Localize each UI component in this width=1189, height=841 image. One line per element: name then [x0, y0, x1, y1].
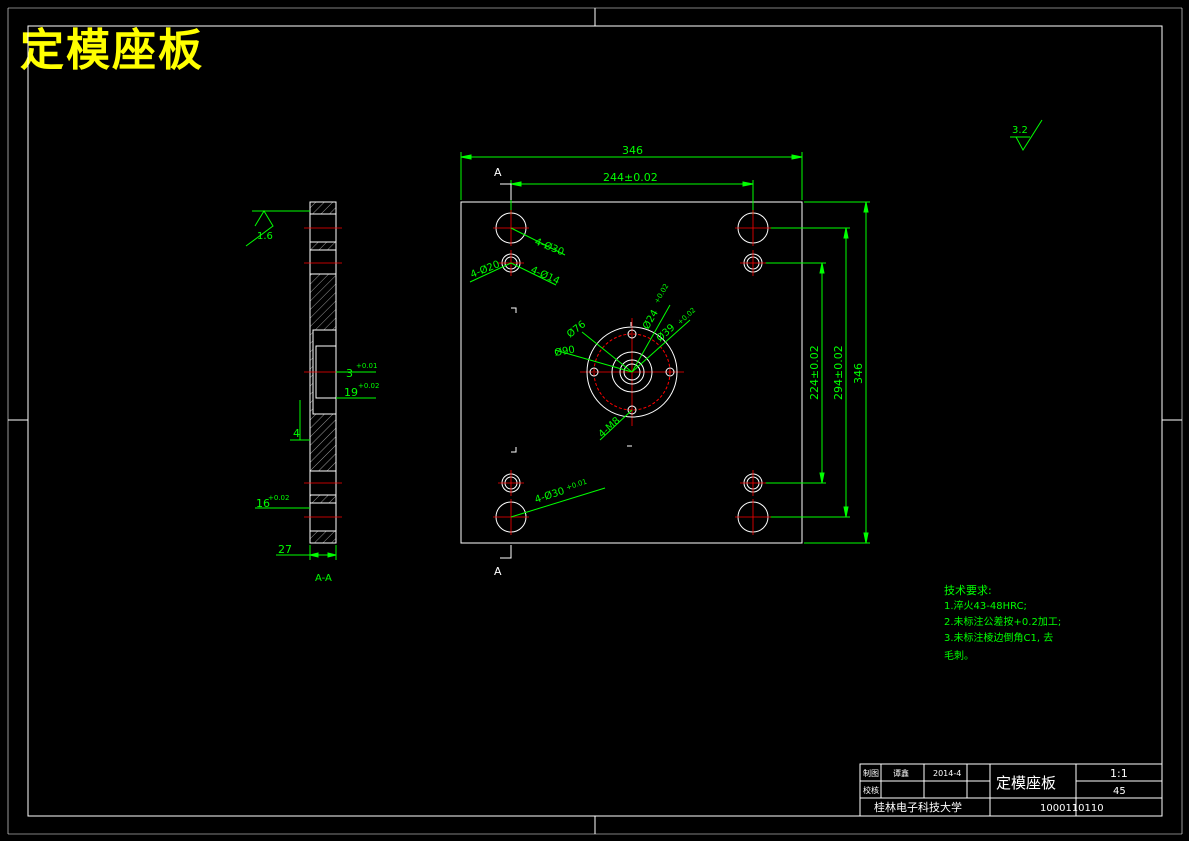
tech-req-item: 毛刺。 [944, 650, 974, 662]
label-bottom-hole-tol: +0.01 [565, 478, 588, 492]
label-center-24-tol: +0.02 [653, 282, 671, 305]
label-center-24: Ø24 [640, 308, 661, 332]
section-marker-top: A [494, 166, 502, 179]
section-view: 1.6 3 +0.01 19 +0.02 4 16 +0.02 27 A-A [245, 201, 379, 584]
section-markers [500, 183, 512, 559]
leaders [469, 227, 691, 518]
title-block [859, 763, 1163, 817]
label-bottom-hole: 4-Ø30 [533, 485, 566, 506]
tb-drawn-name: 谭鑫 [893, 768, 909, 778]
label-center-76: Ø76 [564, 318, 588, 340]
label-center-39: Ø39 [654, 322, 677, 345]
hole-spacing-x-label: 244±0.02 [603, 171, 658, 184]
centerlines [493, 210, 771, 535]
dim-3-tol: +0.01 [356, 362, 377, 370]
dim-4: 4 [293, 427, 300, 440]
dim-hole-spacing-x [510, 180, 754, 215]
section-marker-bottom: A [494, 565, 502, 578]
plate-outline [460, 201, 803, 544]
center-feature [586, 326, 678, 418]
label-guide-hole: 4-Ø30 [533, 236, 566, 259]
dim-right [765, 201, 870, 544]
spacing-y-inner-label: 224±0.02 [808, 345, 821, 400]
spacing-y-outer-label: 294±0.02 [832, 345, 845, 400]
main-view: 346 244±0.02 346 [460, 144, 870, 578]
general-finish-value: 3.2 [1012, 125, 1028, 136]
tech-req-item: 2.未标注公差按+0.2加工; [944, 615, 1061, 628]
label-screw-holes: 4-M8 [597, 415, 623, 440]
sheet-border [7, 7, 1183, 835]
dim-19-tol: +0.02 [358, 382, 379, 390]
dim-19: 19 [344, 386, 358, 399]
tech-req-heading: 技术要求: [944, 584, 992, 597]
tb-drawn-label: 制图 [863, 768, 879, 778]
section-surface-finish: 1.6 [257, 231, 273, 242]
dim-27: 27 [278, 543, 292, 556]
overall-height-label: 346 [852, 363, 865, 384]
tb-material: 45 [1113, 786, 1126, 797]
drawing-title: 定模座板 [20, 25, 204, 76]
general-finish-symbol: 3.2 [1010, 119, 1043, 151]
section-label: A-A [315, 573, 332, 584]
tb-date: 2014-4 [933, 769, 961, 778]
tech-req-item: 3.未标注棱边倒角C1, 去 [944, 631, 1053, 644]
dim-overall-width [460, 152, 803, 200]
technical-requirements: 技术要求: 1.淬火43-48HRC; 2.未标注公差按+0.2加工; 3.未标… [944, 584, 1061, 662]
label-small-hole-a: 4-Ø20 [469, 258, 502, 281]
label-small-hole-b: 4-Ø14 [529, 264, 562, 287]
dim-3: 3 [346, 367, 353, 380]
label-center-90: Ø90 [553, 344, 575, 359]
dim-16: 16 [256, 497, 270, 510]
tb-scale: 1:1 [1110, 767, 1128, 780]
tb-school: 桂林电子科技大学 [874, 800, 962, 814]
tb-drawing-number: 1000110110 [1040, 803, 1104, 814]
tb-part-name: 定模座板 [996, 774, 1056, 792]
center-corner-marks [511, 307, 632, 453]
dim-16-tol: +0.02 [268, 494, 289, 502]
tech-req-item: 1.淬火43-48HRC; [944, 599, 1027, 612]
tb-check-label: 校核 [863, 785, 879, 795]
overall-width-label: 346 [622, 144, 643, 157]
